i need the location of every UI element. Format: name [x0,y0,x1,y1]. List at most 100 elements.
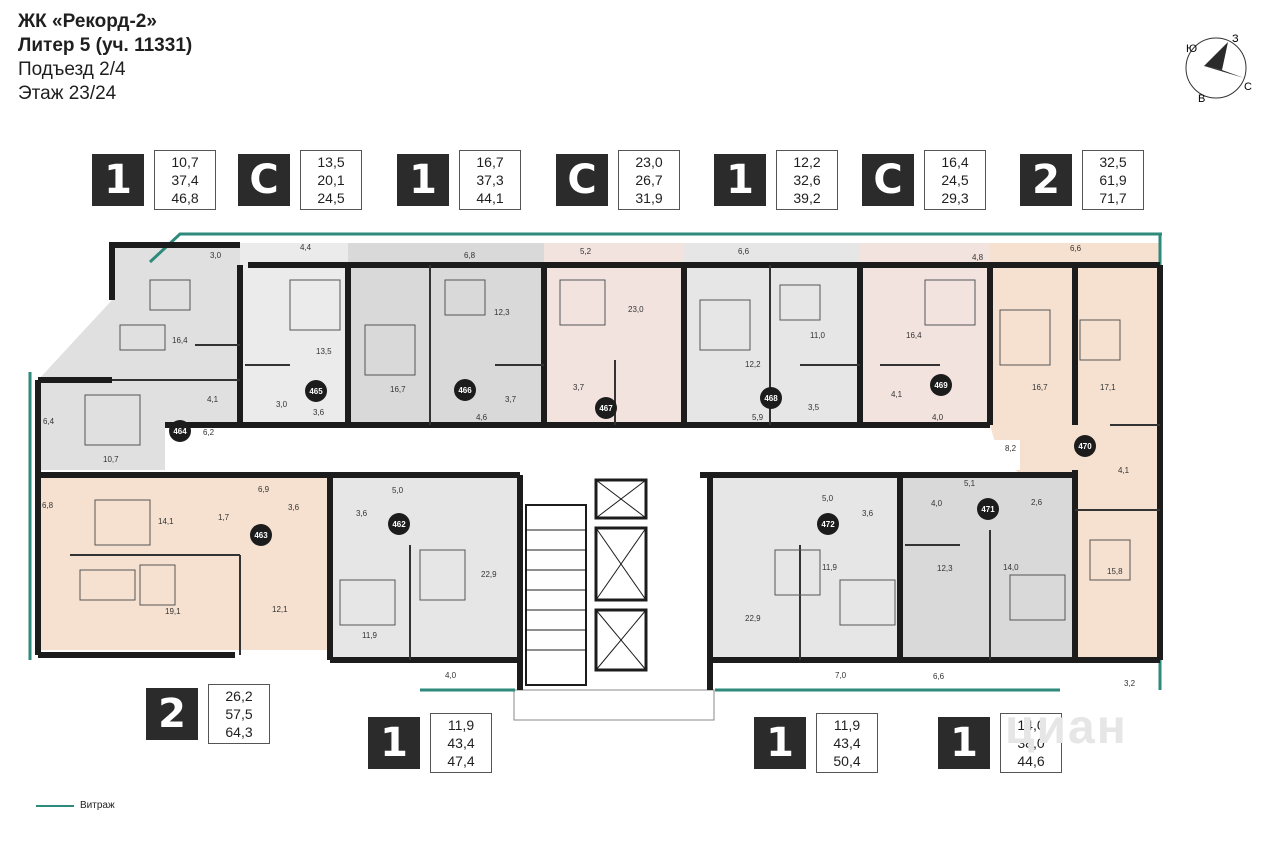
total-living-area: 61,9 [1099,172,1127,188]
compass-west: З [1232,33,1239,45]
room-area: 22,9 [481,570,497,579]
apartment-number[interactable]: 464 [173,427,187,436]
room-area: 4,1 [891,390,903,399]
total-living-area: 43,4 [447,735,475,751]
room-area: 2,6 [1031,498,1043,507]
apartment-466-area[interactable] [348,243,544,425]
room-area: 16,4 [906,331,922,340]
room-area: 4,8 [972,253,984,262]
apartment-462-area[interactable] [330,475,520,660]
room-area: 16,4 [172,336,188,345]
room-area: 6,8 [42,501,54,510]
total-living-area: 24,5 [941,172,969,188]
room-area: 4,6 [476,413,488,422]
apartment-type-badge: 1 [754,717,806,769]
total-area: 24,5 [317,190,345,206]
room-area: 6,6 [933,672,945,681]
apartment-463-area[interactable] [38,475,330,650]
header: ЖК «Рекорд-2» Литер 5 (уч. 11331) Подъез… [18,10,192,106]
apartment-469-area[interactable] [860,243,990,425]
total-area: 44,6 [1017,753,1045,769]
apartment-type-badge: 1 [714,154,766,206]
room-area: 12,1 [272,605,288,614]
legend-label: Витраж [80,800,115,811]
apartment-markers: 464 465 466 467 468 469 470 471 472 462 … [169,374,1096,546]
room-area: 6,9 [258,485,270,494]
room-area: 12,2 [745,360,761,369]
room-area: 6,2 [203,428,215,437]
stair-core [513,475,715,721]
room-area: 6,8 [464,251,476,260]
apartment-472-area[interactable] [710,475,900,660]
complex-name: ЖК «Рекорд-2» [18,11,157,32]
total-living-area: 57,5 [225,706,253,722]
total-area: 46,8 [171,190,199,206]
apartment-number[interactable]: 469 [934,381,948,390]
total-living-area: 37,4 [171,172,199,188]
apartment-number[interactable]: 463 [254,531,268,540]
total-area: 50,4 [833,753,861,769]
apartment-tag[interactable]: С 23,0 26,7 31,9 [556,150,680,210]
living-area: 10,7 [171,154,199,170]
living-area: 12,2 [793,154,821,170]
living-area: 26,2 [225,688,253,704]
room-area: 1,7 [218,513,230,522]
room-area: 11,0 [810,331,826,340]
apartment-number[interactable]: 470 [1078,442,1092,451]
apartment-number[interactable]: 465 [309,387,323,396]
apartment-tag[interactable]: 1 10,7 37,4 46,8 [92,150,216,210]
apartment-number[interactable]: 471 [981,505,995,514]
total-area: 64,3 [225,724,253,740]
watermark: циан [1005,701,1128,754]
apartment-number[interactable]: 466 [458,386,472,395]
room-area: 16,7 [1032,383,1048,392]
apartment-number[interactable]: 472 [821,520,835,529]
room-area: 6,6 [1070,244,1082,253]
total-area: 29,3 [941,190,969,206]
elevator-1 [594,478,648,520]
living-area: 32,5 [1099,154,1127,170]
legend: Витраж [36,800,115,811]
room-area: 5,0 [822,494,834,503]
room-area: 3,6 [862,509,874,518]
room-area: 4,0 [445,671,457,680]
apartment-471-area[interactable] [900,475,1075,660]
room-area: 6,6 [738,247,750,256]
apartment-type-badge: С [556,154,608,206]
total-area: 31,9 [635,190,663,206]
total-living-area: 26,7 [635,172,663,188]
apartment-type-badge: 1 [92,154,144,206]
room-area: 22,9 [745,614,761,623]
apartment-470-area[interactable] [990,243,1160,660]
total-area: 71,7 [1099,190,1127,206]
area-box: 10,7 37,4 46,8 [154,150,216,210]
apartment-number[interactable]: 468 [764,394,778,403]
area-box: 23,0 26,7 31,9 [618,150,680,210]
room-area: 4,0 [931,499,943,508]
living-area: 23,0 [635,154,663,170]
room-area: 19,1 [165,607,181,616]
room-area: 4,4 [300,243,312,252]
room-area: 4,1 [1118,466,1130,475]
apartment-465-area[interactable] [240,243,348,425]
walls [35,242,1163,690]
apartment-number[interactable]: 462 [392,520,406,529]
room-area: 11,9 [362,631,378,640]
apartment-number[interactable]: 467 [599,404,613,413]
room-area: 4,0 [932,413,944,422]
